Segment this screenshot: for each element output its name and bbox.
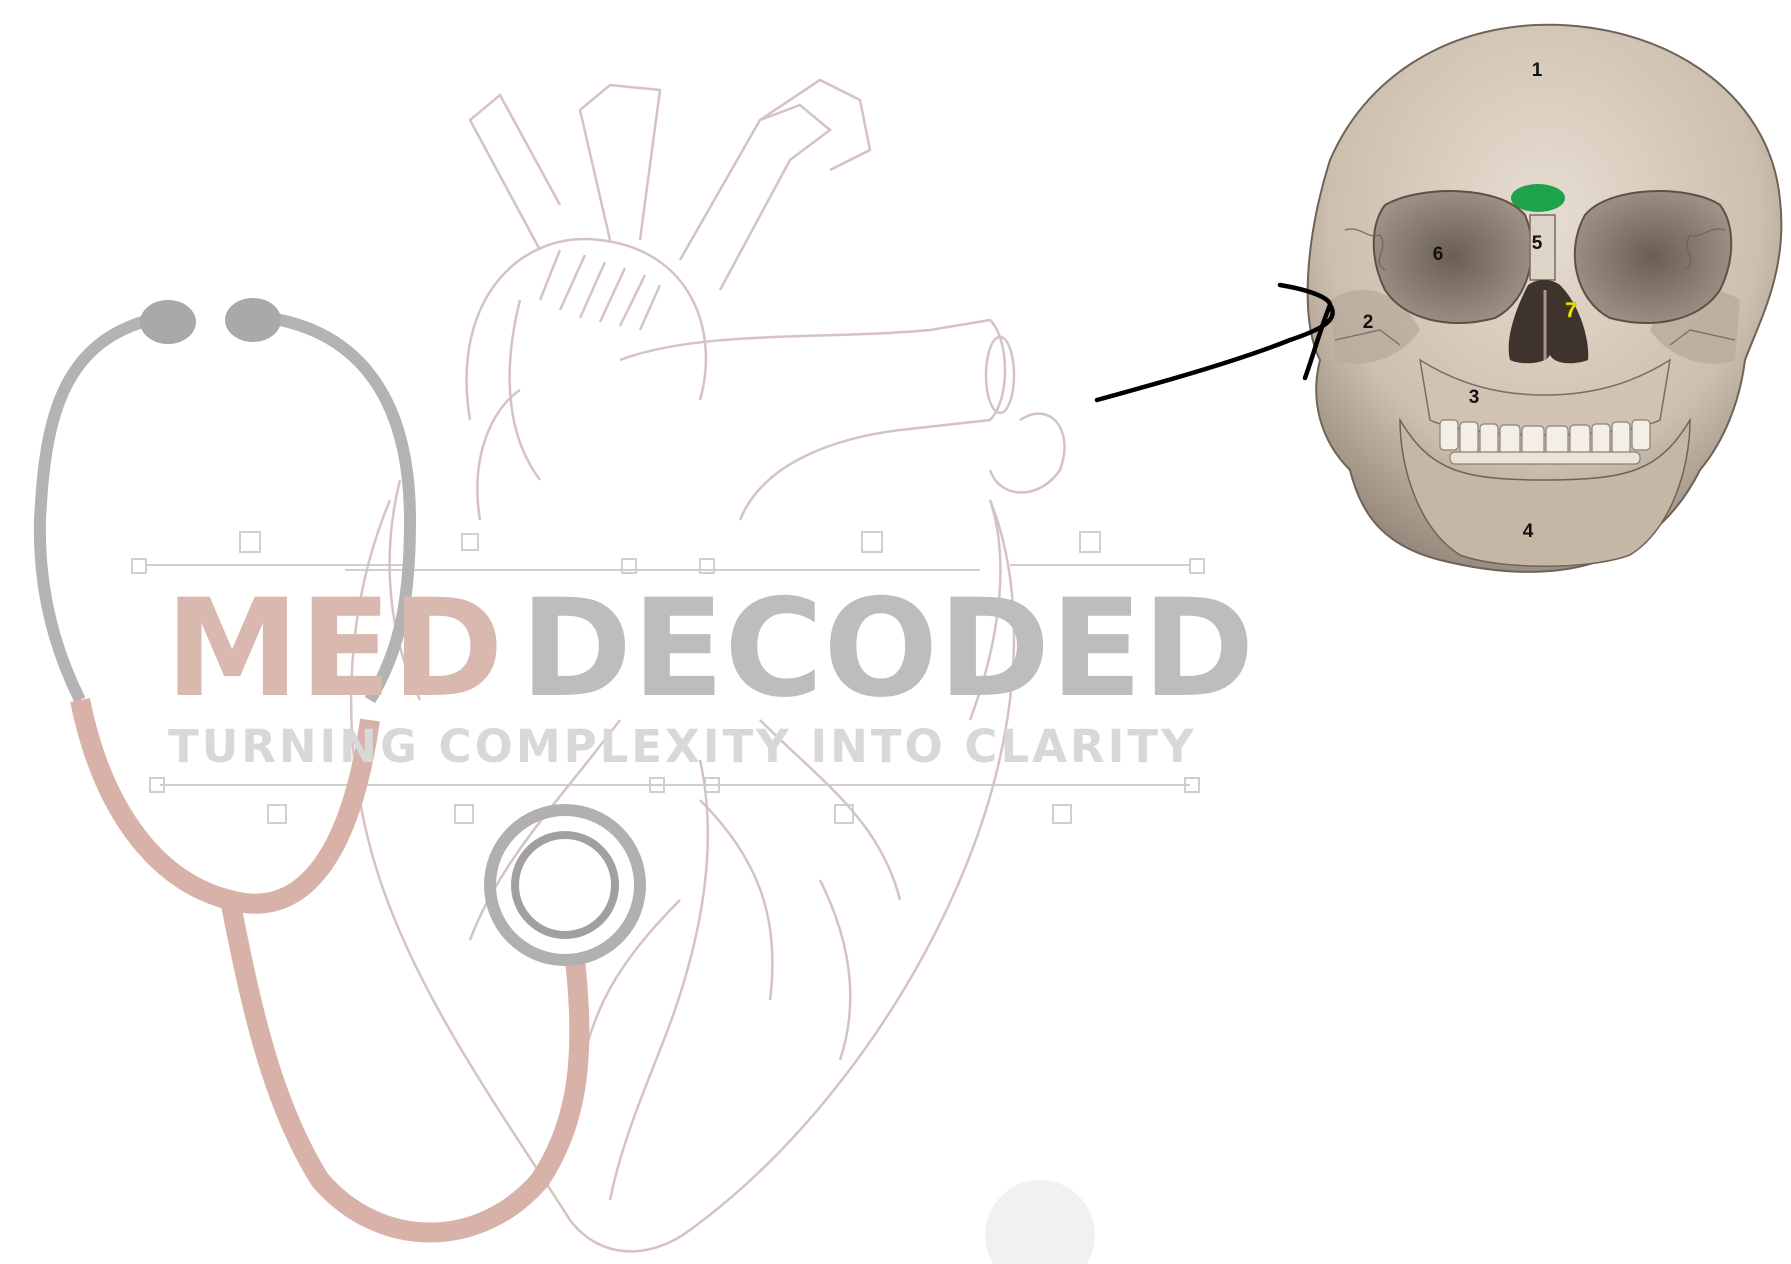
arrow-head: [1280, 285, 1330, 378]
arrow-shaft: [1097, 305, 1333, 400]
